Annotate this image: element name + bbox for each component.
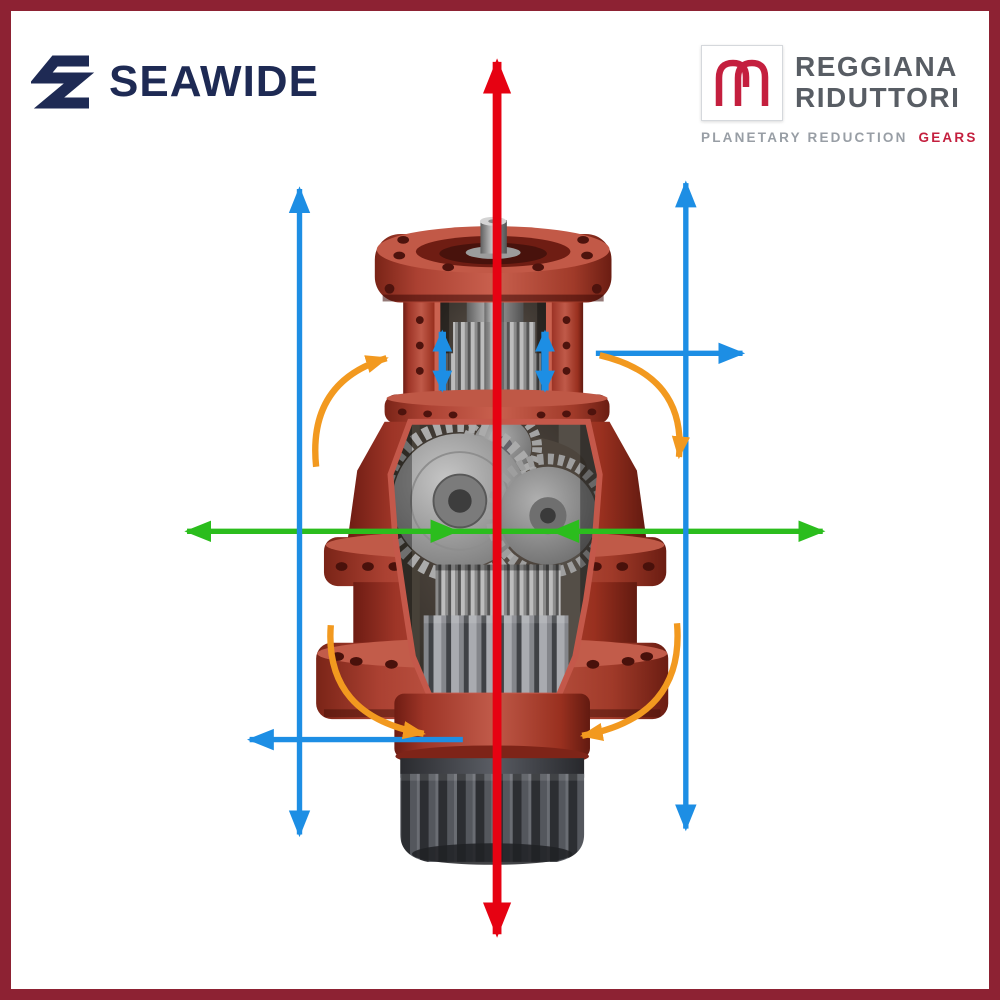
reggiana-rr-monogram: [701, 45, 783, 121]
reggiana-tagline: PLANETARY REDUCTION GEARS: [701, 130, 975, 145]
seawide-wordmark: SEAWIDE: [109, 57, 319, 106]
reggiana-line2: RIDUTTORI: [795, 82, 961, 113]
rotation-arc-bottom-left: [327, 624, 426, 740]
output-pinion-gear: [400, 758, 585, 865]
bottom-cap: [394, 693, 590, 767]
reggiana-wordmark: REGGIANA RIDUTTORI: [795, 51, 961, 114]
rotation-arc-bottom-right: [579, 622, 681, 742]
rotation-arc-top-right: [599, 352, 691, 460]
seawide-logo: SEAWIDE: [31, 51, 319, 113]
reggiana-line1: REGGIANA: [795, 51, 958, 83]
gearbox-illustration: [316, 216, 669, 865]
reggiana-riduttori-logo: REGGIANA RIDUTTORI PLANETARY REDUCTION G…: [701, 45, 975, 145]
green-inner-arrowhead-right: [550, 519, 580, 544]
tagline-text: PLANETARY REDUCTION: [701, 130, 908, 145]
blue-axis-arrows: [246, 180, 746, 838]
rr-monogram-icon: [715, 59, 769, 106]
seawide-logo-icon: [31, 55, 95, 109]
rotation-arc-top-left: [312, 355, 389, 468]
green-inner-arrowhead-left: [430, 519, 459, 544]
tagline-accent: GEARS: [918, 130, 978, 145]
axis-arrows: [184, 58, 826, 938]
rotation-arrows: [312, 352, 691, 742]
gearbox-diagram: [184, 58, 826, 938]
